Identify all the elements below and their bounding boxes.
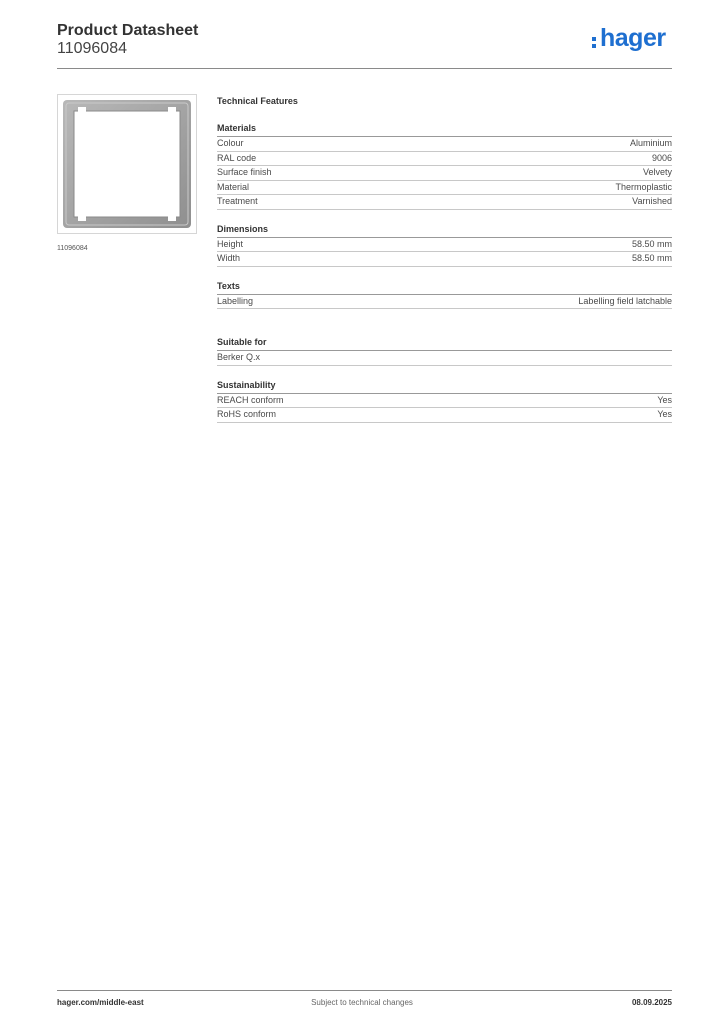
spec-row: Width 58.50 mm — [217, 252, 672, 267]
spec-label: Colour — [217, 138, 244, 148]
group-title: Texts — [217, 281, 672, 295]
logo-dot-bottom — [592, 44, 596, 48]
spec-label: RAL code — [217, 152, 257, 163]
section-heading: Technical Features — [217, 96, 298, 106]
spec-row: Height 58.50 mm — [217, 238, 672, 252]
logo-dot-top — [592, 37, 596, 41]
spec-label: Width — [217, 253, 241, 263]
spec-value: 9006 — [651, 152, 672, 163]
frame-illustration — [63, 100, 191, 228]
datasheet-header: Product Datasheet 11096084 — [57, 22, 198, 58]
image-caption: 11096084 — [57, 245, 88, 252]
logo-text: hager — [600, 24, 666, 52]
spec-row: Material Thermoplastic — [217, 181, 672, 195]
spec-value: Yes — [657, 394, 672, 405]
group-texts: Texts Labelling Labelling field latchable — [217, 281, 672, 309]
footer-divider — [57, 990, 672, 991]
spec-label: RoHS conform — [217, 409, 277, 419]
spec-value: Velvety — [642, 167, 672, 177]
spec-row: Colour Aluminium — [217, 137, 672, 152]
spec-value: Aluminium — [629, 138, 672, 148]
spec-label: REACH conform — [217, 394, 284, 405]
footer-note: Subject to technical changes — [311, 998, 413, 1007]
spec-row: Surface finish Velvety — [217, 166, 672, 181]
spec-row: Treatment Varnished — [217, 195, 672, 210]
group-title: Suitable for — [217, 337, 672, 351]
spec-label: Height — [217, 238, 244, 249]
spec-label: Material — [217, 181, 250, 192]
footer-date: 08.09.2025 — [631, 998, 672, 1007]
spec-label: Labelling — [217, 295, 254, 306]
spec-value: Thermoplastic — [615, 181, 672, 192]
spec-value: Yes — [657, 409, 672, 419]
group-title: Dimensions — [217, 224, 672, 238]
group-materials: Materials Colour Aluminium RAL code 9006 S… — [217, 123, 672, 210]
spec-label: Treatment — [217, 196, 258, 206]
spec-label: Berker Q.x — [217, 352, 261, 362]
product-image — [57, 94, 197, 234]
spec-label: Surface finish — [217, 167, 272, 177]
spec-value: 58.50 mm — [631, 238, 672, 249]
spec-row: RoHS conform Yes — [217, 408, 672, 423]
group-title: Sustainability — [217, 380, 672, 394]
technical-features: Technical Features Materials Colour Alumi… — [217, 96, 672, 437]
spec-row: REACH conform Yes — [217, 394, 672, 408]
group-title: Materials — [217, 123, 672, 137]
spec-row: Labelling Labelling field latchable — [217, 295, 672, 309]
group-suitable-for: Suitable for Berker Q.x — [217, 337, 672, 366]
spec-row: Berker Q.x — [217, 351, 672, 366]
product-number: 11096084 — [57, 40, 127, 57]
spec-row: RAL code 9006 — [217, 152, 672, 166]
spec-value: 58.50 mm — [631, 253, 672, 263]
page-title: Product Datasheet — [57, 22, 199, 39]
footer-website-link[interactable]: hager.com/middle-east — [57, 998, 144, 1007]
header-divider — [57, 68, 672, 69]
group-dimensions: Dimensions Height 58.50 mm Width 58.50 mm — [217, 224, 672, 267]
spec-value: Labelling field latchable — [578, 295, 672, 306]
spec-value: Varnished — [632, 196, 672, 206]
